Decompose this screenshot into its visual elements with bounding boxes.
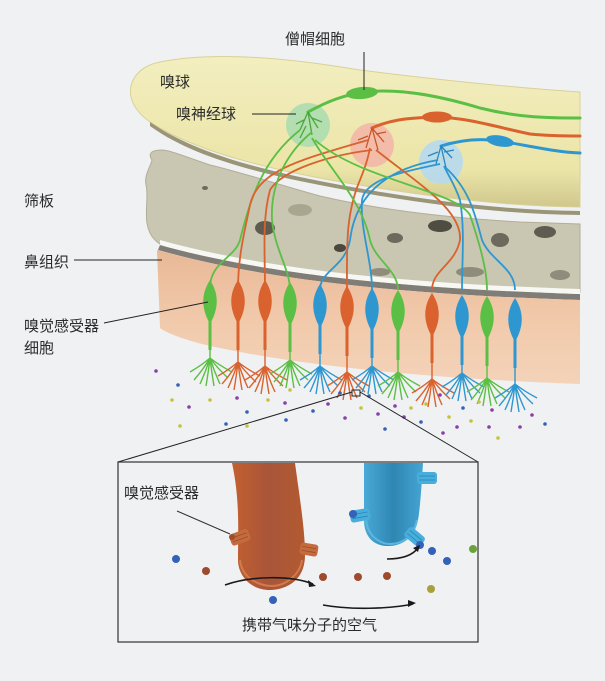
inset-molecule-brown [383,572,391,580]
bound-molecule-left [349,510,357,518]
label-odor-air: 携带气味分子的空气 [242,616,377,634]
odor-molecule-dot [245,424,249,428]
mitral-cell-green [306,89,582,120]
inset-molecule-blue [428,547,436,555]
mitral-cell-orange [370,115,582,138]
receptor-neuron-green [466,296,510,407]
odor-molecule-dot [154,369,158,373]
arrow-2 [322,603,414,610]
inset-molecules [172,545,477,604]
inset-molecule-olive [427,585,435,593]
orange-cilium [232,463,305,590]
receptor-neuron-green [189,280,233,387]
odor-molecule-dot [490,408,494,412]
orange-receptor-left [229,529,251,546]
odor-molecule-dot [383,427,387,431]
receptor-pointer-dot [229,534,235,540]
odor-molecule-dot [419,420,423,424]
odor-molecule-dot [311,409,315,413]
receptor-neuron-blue [441,295,485,402]
labels: 僧帽细胞 嗅球 嗅神经球 筛板 鼻组织 嗅觉感受器 细胞 嗅觉感受器 携带气味分… [24,30,377,634]
receptor-neuron-orange [217,280,261,391]
zoom-region-marker [351,389,361,397]
odor-molecule-dot [176,383,180,387]
orange-receptor-right [299,542,319,557]
label-receptor-cell-line1: 嗅觉感受器 [24,317,99,335]
receptor-neuron-green [377,290,421,401]
odor-molecule-dot [266,398,270,402]
odor-molecule-dot [187,405,191,409]
arrow-1 [224,576,314,586]
odor-molecule-dot [518,425,522,429]
inset-molecule-brown [202,567,210,575]
glomerulus-green [286,103,330,147]
odor-molecule-dot [469,419,473,423]
odor-molecule-dot [496,436,500,440]
odor-molecule-dot [284,418,288,422]
receptor-neuron-green [269,282,313,389]
inset-molecule-blue [172,555,180,563]
mitral-cells [306,86,582,155]
arrow-heads [308,545,420,607]
label-olfactory-bulb: 嗅球 [160,73,190,91]
odor-molecule-dot [208,398,212,402]
inset-molecule-green [469,545,477,553]
blue-receptor-top [417,472,437,484]
label-receptor: 嗅觉感受器 [124,484,199,502]
zoom-indicator [117,389,479,463]
odor-molecule-dot [424,402,428,406]
receptor-neuron-orange [411,293,455,408]
receptor-neuron-blue [494,298,538,413]
inset-molecule-brown [319,573,327,581]
blue-cilium [364,463,423,546]
odor-molecule-dot [224,422,228,426]
odor-molecule-dot [393,404,397,408]
odor-molecule-dot [447,415,451,419]
odor-molecule-dot [178,424,182,428]
receptor-axons [209,129,516,291]
glomerulus-tufts [295,111,455,169]
receptor-pointer-line [176,510,231,535]
inset-molecule-blue [269,596,277,604]
receptor-neuron-blue [351,288,395,395]
odor-molecule-dot [283,401,287,405]
odor-molecule-dot [461,406,465,410]
leader-receptor-cell [103,301,209,324]
odor-molecule-dot [326,402,330,406]
odor-molecule-dot [359,406,363,410]
odor-molecule-dot [455,425,459,429]
label-nasal-tissue: 鼻组织 [24,253,69,271]
odor-molecule-dot [245,410,249,414]
odor-molecules [154,369,547,440]
label-receptor-cell-line2: 细胞 [24,339,54,357]
odor-molecule-dot [376,412,380,416]
odor-molecule-dot [530,413,534,417]
odor-molecule-dot [409,406,413,410]
odor-molecule-dot [338,391,342,395]
receptor-neuron-blue [299,284,343,395]
odor-molecule-dot [441,431,445,435]
inset-panel [117,461,479,643]
inset-molecule-blue [443,557,451,565]
odor-molecule-dot [438,393,442,397]
odor-molecule-dot [477,400,481,404]
label-mitral-cell: 僧帽细胞 [285,30,345,48]
odor-molecule-dot [288,388,292,392]
receptor-neurons [189,280,538,413]
receptor-neuron-orange [244,280,288,395]
odor-molecule-dot [343,416,347,420]
bone-membrane [158,245,580,300]
odor-molecule-dot [170,398,174,402]
inset-molecule-brown [354,573,362,581]
odor-molecule-dot [487,425,491,429]
label-glomerulus: 嗅神经球 [176,105,236,123]
odor-molecule-dot [235,396,239,400]
odor-molecule-dot [543,422,547,426]
label-cribriform-plate: 筛板 [24,192,54,210]
receptor-neuron-orange [326,286,370,401]
